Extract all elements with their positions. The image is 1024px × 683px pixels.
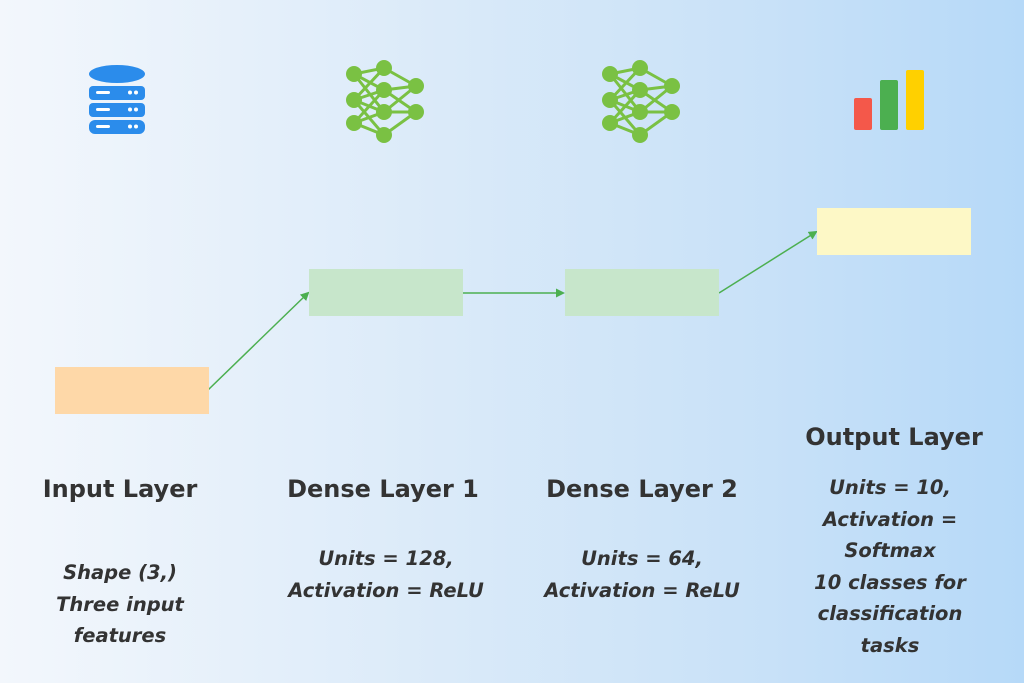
output-layer-box — [817, 208, 971, 255]
arrow-dense2-to-output — [718, 230, 818, 294]
description-line: Units = 64, — [581, 547, 703, 570]
input-layer-title: Input Layer — [42, 475, 198, 503]
description-line: tasks — [860, 633, 920, 657]
description-line: Three input — [56, 592, 184, 616]
dense-layer-1-description: Units = 128, Activation = ReLU — [266, 543, 506, 606]
neural-network-icon — [602, 60, 680, 143]
output-layer-description: Units = 10, Activation = Softmax 10 clas… — [790, 472, 990, 661]
database-icon — [89, 65, 145, 134]
description-line: Activation = ReLU — [544, 578, 740, 602]
bar-chart-icon — [854, 70, 924, 130]
description-line: 10 classes for — [814, 570, 966, 594]
description-line: Softmax — [844, 539, 936, 562]
dense-layer-2-description: Units = 64, Activation = ReLU — [522, 543, 762, 606]
description-line: Activation = — [822, 507, 958, 531]
description-line: features — [73, 624, 167, 647]
description-line: Activation = ReLU — [288, 578, 484, 602]
dense-layer-1-box — [309, 269, 463, 316]
dense-layer-1-title: Dense Layer 1 — [287, 475, 479, 503]
dense-layer-2-title: Dense Layer 2 — [546, 475, 738, 503]
dense-layer-2-box — [565, 269, 719, 316]
input-layer-description: Shape (3,) Three input features — [20, 557, 220, 652]
output-layer-title: Output Layer — [805, 423, 983, 451]
description-line: Units = 128, — [318, 547, 454, 570]
neural-network-icon — [346, 60, 424, 143]
arrow-input-to-dense1 — [207, 291, 310, 391]
description-line: Shape (3,) — [63, 561, 177, 584]
input-layer-box — [55, 367, 209, 414]
description-line: classification — [817, 602, 963, 625]
description-line: Units = 10, — [829, 476, 951, 499]
